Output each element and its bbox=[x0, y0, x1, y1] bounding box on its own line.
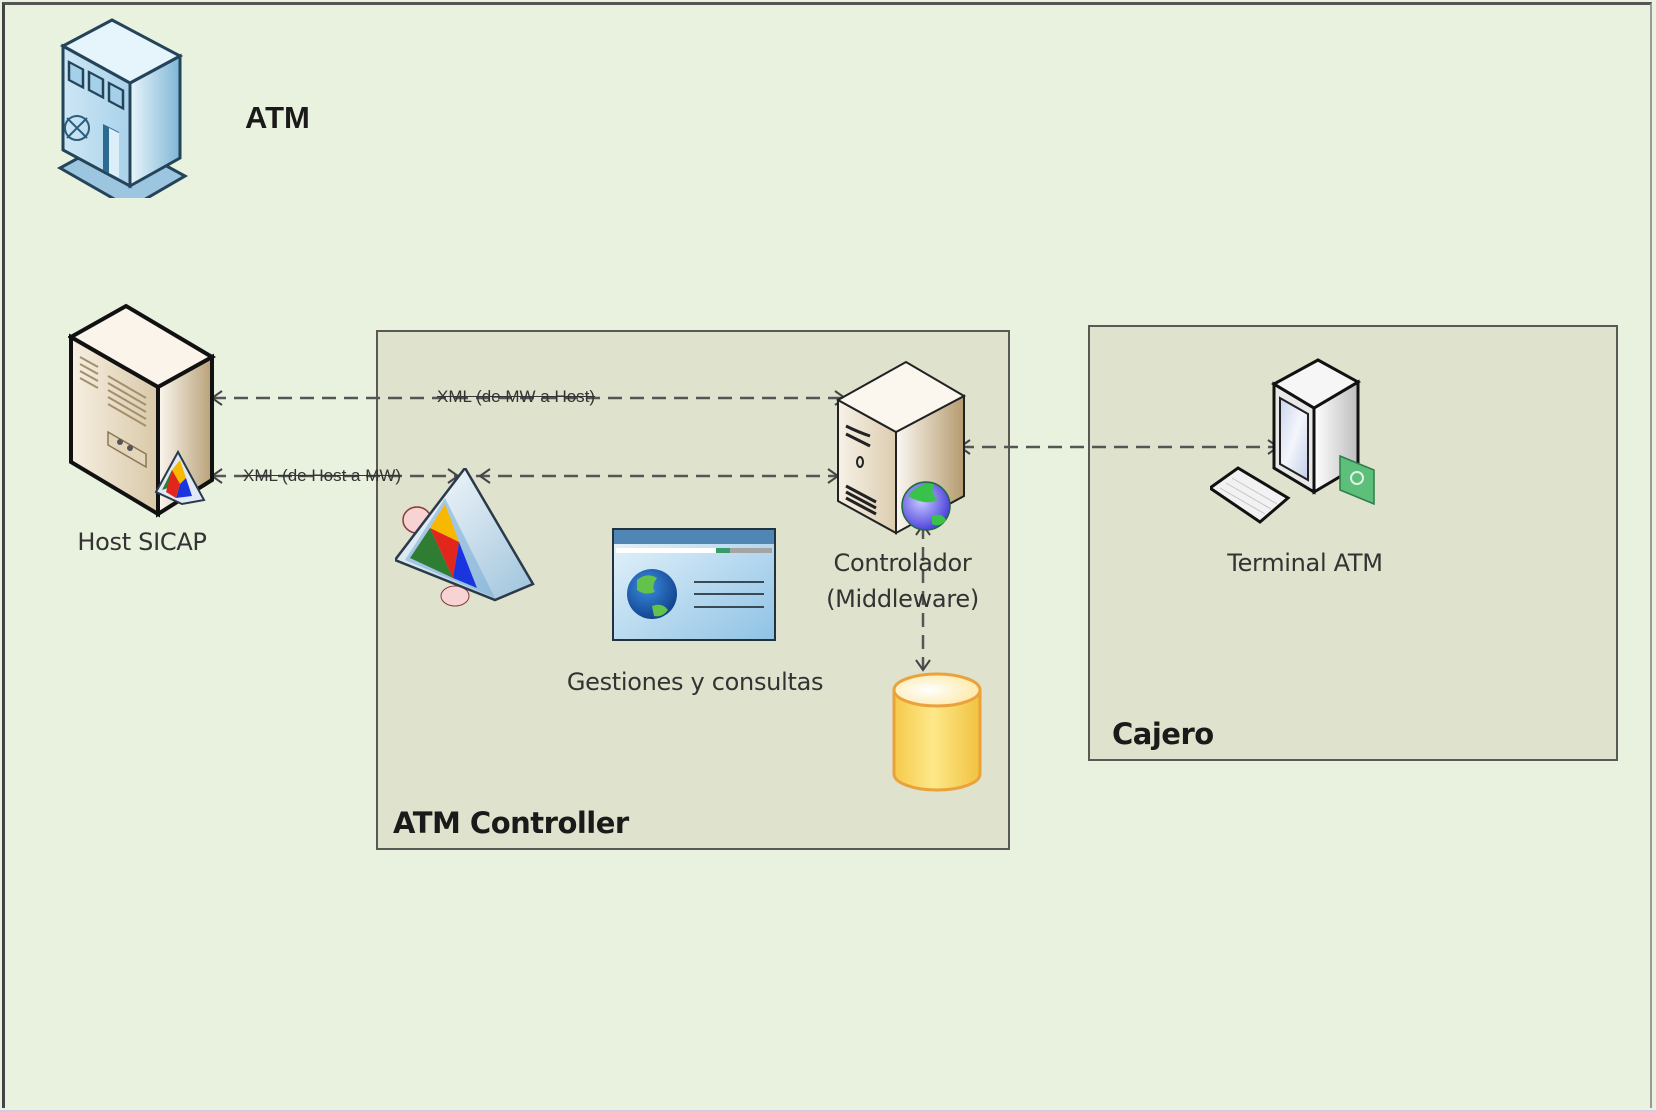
edge-label-host-to-mw: XML (de Host a MW) bbox=[243, 466, 402, 485]
diagram-title: ATM bbox=[245, 100, 310, 135]
edge-label-mw-to-host: XML (de MW a Host) bbox=[437, 387, 596, 406]
database-icon bbox=[891, 670, 983, 799]
building-icon bbox=[55, 18, 195, 210]
arrowhead-database bbox=[915, 659, 931, 672]
node-label-terminal: Terminal ATM bbox=[1227, 549, 1383, 577]
group-label-atm-controller: ATM Controller bbox=[393, 806, 629, 840]
tower-server-icon bbox=[66, 302, 218, 527]
server-globe-icon bbox=[835, 358, 970, 543]
node-label-middleware-line2: (Middleware) bbox=[826, 585, 979, 613]
application-icon bbox=[393, 465, 535, 633]
group-label-cajero: Cajero bbox=[1112, 717, 1214, 751]
node-label-gestiones: Gestiones y consultas bbox=[566, 668, 824, 696]
atm-terminal-icon bbox=[1207, 358, 1410, 543]
web-page-icon bbox=[612, 528, 776, 646]
application-icon-small bbox=[152, 448, 208, 511]
node-label-host-sicap: Host SICAP bbox=[77, 528, 207, 556]
node-label-middleware-line1: Controlador bbox=[833, 549, 972, 577]
arrowhead-app-left bbox=[478, 468, 491, 484]
bottom-edge bbox=[0, 1110, 1656, 1112]
